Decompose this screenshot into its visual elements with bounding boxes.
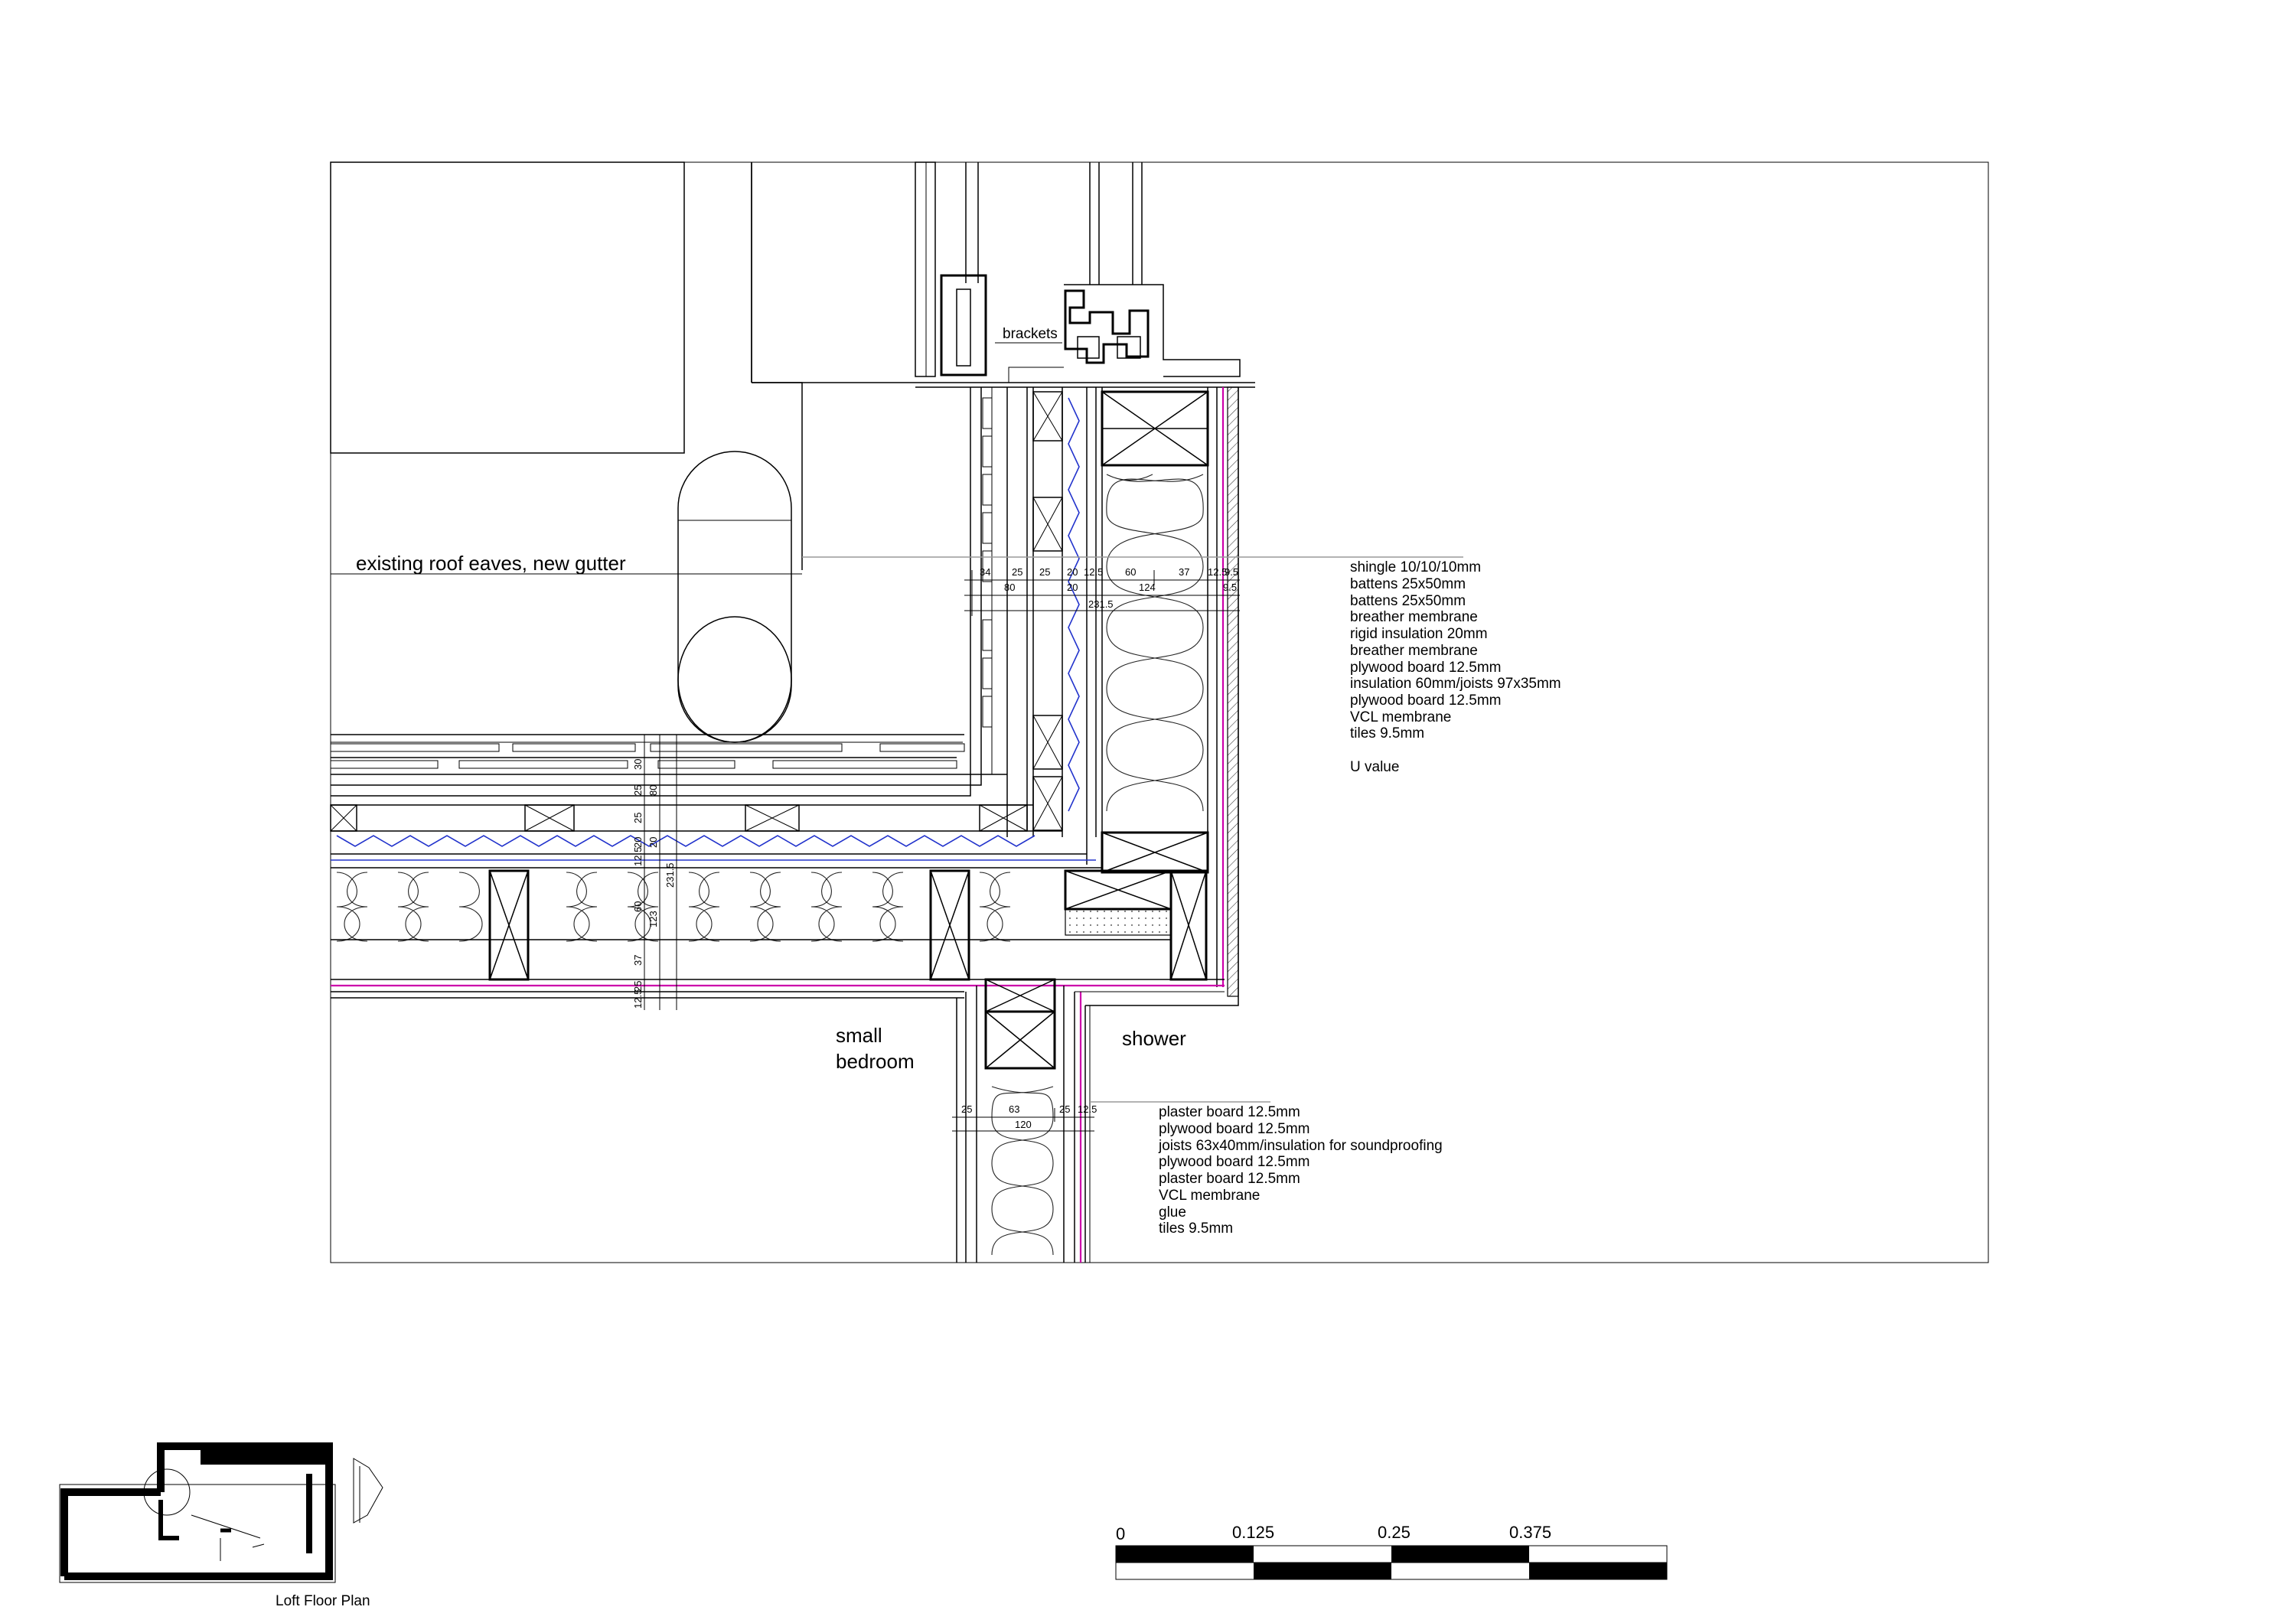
svg-text:25: 25 — [1012, 566, 1022, 578]
svg-text:9.5: 9.5 — [1225, 566, 1238, 578]
svg-text:80: 80 — [1004, 582, 1015, 593]
svg-text:25: 25 — [1059, 1103, 1070, 1115]
svg-text:shingle 10/10/10mm: shingle 10/10/10mm — [1350, 559, 1481, 575]
svg-text:30: 30 — [632, 759, 644, 770]
svg-text:glue: glue — [1159, 1204, 1186, 1221]
svg-text:25: 25 — [632, 813, 644, 823]
svg-text:20: 20 — [647, 837, 659, 848]
svg-text:12.5: 12.5 — [1208, 566, 1227, 578]
svg-text:20: 20 — [1067, 582, 1078, 593]
svg-text:124: 124 — [1139, 582, 1156, 593]
window-frame — [915, 162, 1255, 388]
svg-text:battens 25x50mm: battens 25x50mm — [1350, 576, 1466, 592]
scale-bar: 0 0.125 0.25 0.375 — [1115, 1523, 1668, 1580]
svg-text:60: 60 — [632, 901, 644, 912]
key-plan-caption: Loft Floor Plan — [276, 1593, 370, 1609]
svg-text:25: 25 — [961, 1103, 972, 1115]
scale-label-025: 0.25 — [1378, 1523, 1411, 1542]
room-label-shower: shower — [1122, 1027, 1186, 1050]
svg-text:joists 63x40mm/insulation for: joists 63x40mm/insulation for soundproof… — [1158, 1138, 1443, 1154]
svg-text:34: 34 — [980, 566, 990, 578]
svg-text:plywood board 12.5mm: plywood board 12.5mm — [1350, 693, 1502, 709]
key-plan — [59, 1442, 383, 1583]
room-label-bedroom: bedroom — [836, 1050, 915, 1073]
svg-text:plywood board 12.5mm: plywood board 12.5mm — [1159, 1154, 1310, 1170]
svg-text:12.5: 12.5 — [1078, 1103, 1097, 1115]
svg-text:insulation 60mm/joists 97x35mm: insulation 60mm/joists 97x35mm — [1350, 676, 1561, 692]
svg-text:20: 20 — [632, 837, 644, 848]
svg-text:37: 37 — [1179, 566, 1189, 578]
svg-text:VCL membrane: VCL membrane — [1350, 709, 1451, 725]
svg-text:60: 60 — [1125, 566, 1136, 578]
svg-text:VCL membrane: VCL membrane — [1159, 1188, 1260, 1204]
svg-text:breather membrane: breather membrane — [1350, 609, 1478, 625]
scale-label-0125: 0.125 — [1232, 1523, 1274, 1542]
svg-text:25: 25 — [1039, 566, 1050, 578]
svg-text:25: 25 — [632, 981, 644, 992]
svg-text:25: 25 — [632, 785, 644, 796]
scale-label-0375: 0.375 — [1509, 1523, 1551, 1542]
svg-text:U value: U value — [1350, 759, 1399, 775]
svg-text:plywood board 12.5mm: plywood board 12.5mm — [1350, 660, 1502, 676]
svg-text:plywood board 12.5mm: plywood board 12.5mm — [1159, 1121, 1310, 1137]
svg-text:tiles 9.5mm: tiles 9.5mm — [1159, 1221, 1233, 1237]
gutter — [677, 451, 792, 743]
svg-text:9.5: 9.5 — [1223, 582, 1237, 593]
partition-dimensions: 25 63 25 12.5 120 — [952, 1103, 1097, 1136]
svg-text:tiles 9.5mm: tiles 9.5mm — [1350, 725, 1424, 741]
svg-text:12.5: 12.5 — [632, 847, 644, 866]
scale-label-0: 0 — [1116, 1524, 1125, 1543]
floor-dimensions: 30 25 25 20 12.5 60 37 25 12.5 80 20 123… — [632, 735, 683, 1010]
room-label-small: small — [836, 1024, 882, 1047]
svg-text:rigid insulation 20mm: rigid insulation 20mm — [1350, 626, 1488, 642]
existing-roof — [330, 161, 936, 570]
svg-text:231.5: 231.5 — [664, 862, 676, 888]
svg-text:12.5: 12.5 — [1084, 566, 1103, 578]
wall-dimensions: 34 25 25 20 12.5 60 37 12.5 9.5 80 20 12… — [964, 566, 1240, 616]
svg-text:37: 37 — [632, 955, 644, 966]
svg-text:plaster board 12.5mm: plaster board 12.5mm — [1159, 1104, 1300, 1120]
svg-text:plaster board 12.5mm: plaster board 12.5mm — [1159, 1171, 1300, 1187]
brackets-label: brackets — [1003, 326, 1058, 342]
svg-text:63: 63 — [1009, 1103, 1019, 1115]
floor-buildup — [330, 734, 1225, 999]
svg-text:231.5: 231.5 — [1088, 598, 1114, 610]
eaves-label: existing roof eaves, new gutter — [356, 552, 626, 575]
wall-layer-list: plaster board 12.5mm plywood board 12.5m… — [1158, 1104, 1443, 1237]
roof-layer-list: shingle 10/10/10mm battens 25x50mm batte… — [1350, 559, 1561, 775]
svg-text:battens 25x50mm: battens 25x50mm — [1350, 593, 1466, 609]
svg-text:20: 20 — [1067, 566, 1078, 578]
svg-text:breather membrane: breather membrane — [1350, 643, 1478, 659]
detail-frame — [330, 161, 1989, 1263]
svg-text:123: 123 — [647, 911, 659, 927]
svg-text:80: 80 — [647, 785, 659, 796]
svg-text:12.5: 12.5 — [632, 989, 644, 1009]
svg-text:120: 120 — [1015, 1119, 1032, 1130]
